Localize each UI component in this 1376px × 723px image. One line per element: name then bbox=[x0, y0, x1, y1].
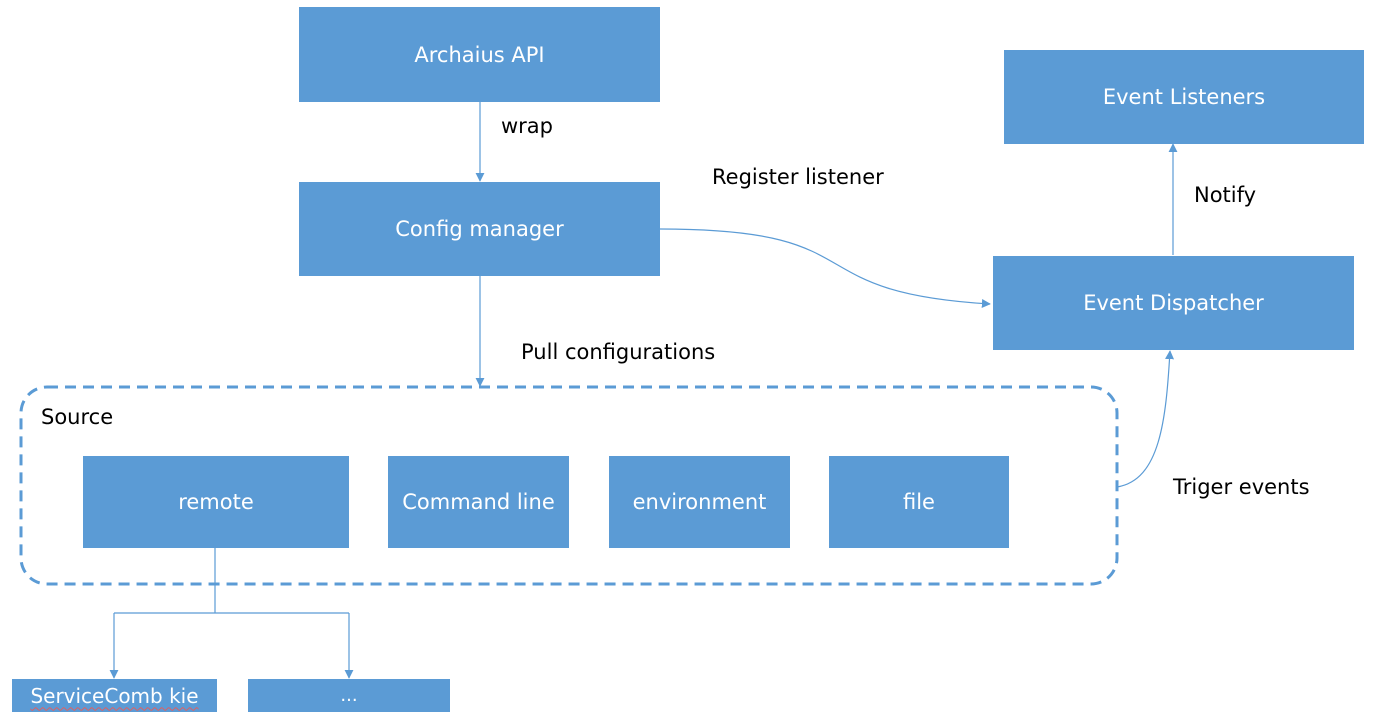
config-manager-box: Config manager bbox=[299, 182, 660, 276]
archaius-api-box: Archaius API bbox=[299, 7, 660, 102]
pull-configurations-label: Pull configurations bbox=[521, 340, 716, 364]
servicecomb-kie-label: ServiceComb kie bbox=[30, 683, 199, 708]
wrap-label: wrap bbox=[501, 114, 554, 138]
source-label: Source bbox=[41, 405, 114, 429]
register-listener-label: Register listener bbox=[712, 165, 884, 189]
event-listeners-box: Event Listeners bbox=[1004, 50, 1364, 144]
file-source-box: file bbox=[829, 456, 1009, 548]
ellipsis-box: ... bbox=[248, 679, 450, 712]
notify-label: Notify bbox=[1194, 183, 1257, 207]
environment-source-box: environment bbox=[609, 456, 790, 548]
remote-source-box: remote bbox=[83, 456, 349, 548]
event-dispatcher-box: Event Dispatcher bbox=[993, 256, 1354, 350]
command-line-source-box: Command line bbox=[388, 456, 569, 548]
register-listener-arrow bbox=[659, 228, 991, 309]
triger-events-label: Triger events bbox=[1173, 475, 1310, 499]
triger-events-arrow bbox=[1116, 350, 1175, 488]
source-container bbox=[19, 385, 1119, 586]
servicecomb-kie-box: ServiceComb kie bbox=[12, 679, 217, 712]
